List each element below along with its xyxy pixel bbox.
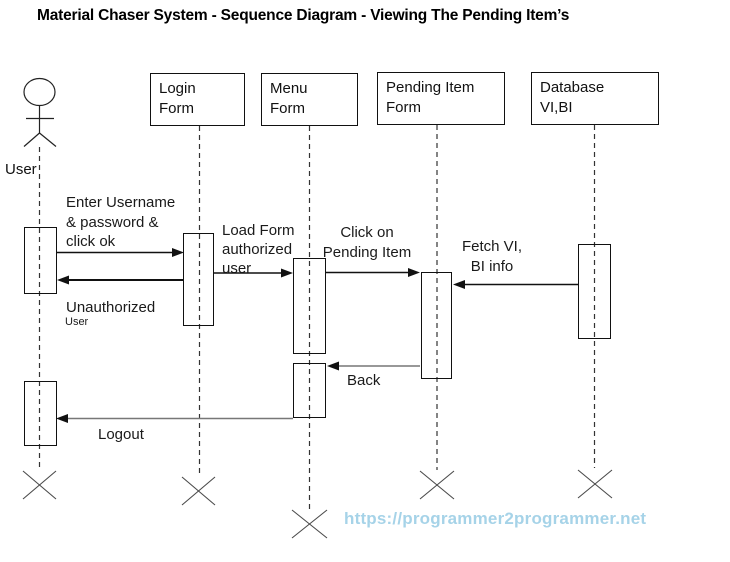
message-label-enter-credentials: Enter Username & password & click ok: [66, 194, 176, 250]
lifeline-box-login-form: Login Form: [150, 73, 245, 126]
lifeline-box-pending-item-form: Pending Item Form: [377, 72, 505, 125]
arrow-click-pending-item: [326, 268, 420, 277]
actor-label: User: [5, 161, 37, 178]
activation-user-1: [24, 227, 57, 294]
actor-head: [23, 77, 56, 107]
message-label-fetch-info: Fetch VI, BI info: [461, 238, 523, 275]
message-label-click-pending-item: Click on Pending Item: [322, 224, 412, 261]
actor-figure: [23, 77, 57, 147]
message-label-back: Back: [347, 372, 381, 389]
activation-user-2: [24, 381, 57, 446]
lifeline-box-database: Database VI,BI: [531, 72, 659, 125]
diagram-title: Material Chaser System - Sequence Diagra…: [37, 7, 570, 24]
arrow-fetch-info: [453, 280, 578, 289]
arrow-load-form: [214, 268, 293, 278]
termination-x-login-form: [181, 476, 216, 506]
arrow-logout: [56, 414, 293, 423]
arrow-back: [327, 361, 420, 371]
message-label-unauthorized: Unauthorized: [66, 299, 156, 316]
message-label-logout: Logout: [98, 426, 144, 443]
termination-x-user: [22, 470, 57, 500]
activation-menu-form-2: [293, 363, 326, 418]
message-label-load-form: Load Form authorized user: [222, 222, 295, 277]
actor-leg-right: [39, 132, 57, 147]
termination-x-pending-item-form: [419, 470, 455, 500]
termination-x-database: [577, 469, 613, 499]
activation-menu-form-1: [293, 258, 326, 354]
activation-login-form: [183, 233, 214, 326]
termination-x-menu-form: [291, 509, 328, 539]
arrow-unauthorized: [57, 275, 183, 285]
lifeline-box-menu-form: Menu Form: [261, 73, 358, 126]
arrow-enter-credentials: [57, 248, 184, 257]
watermark-url: https://programmer2programmer.net: [344, 509, 647, 528]
actor-leg-left: [23, 132, 40, 147]
activation-pending-item-form: [421, 272, 452, 379]
activation-database: [578, 244, 611, 339]
message-sublabel-unauthorized-user: User: [65, 316, 89, 328]
